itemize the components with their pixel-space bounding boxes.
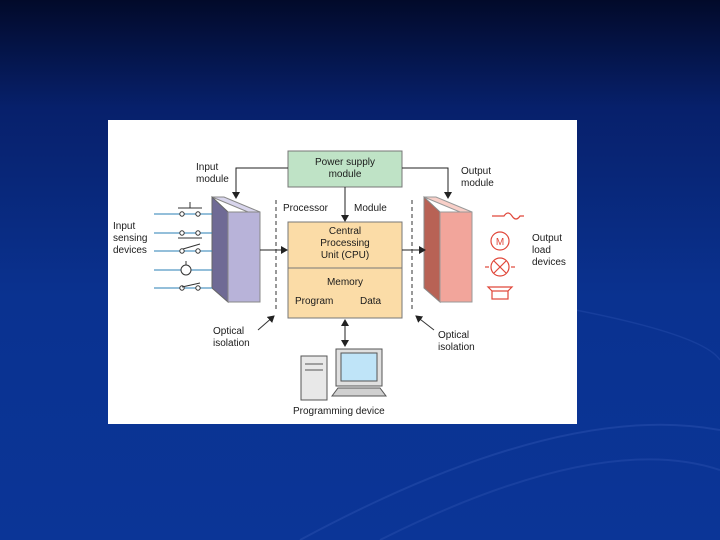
- output-module-block: [423, 195, 473, 304]
- data-label: Data: [360, 296, 382, 307]
- optical-isolation-right-label: Optical isolation: [438, 330, 475, 353]
- output-load-devices-label: Output load devices: [532, 233, 566, 268]
- diagram-graphics: M: [154, 150, 524, 401]
- power-supply-label: Power supply module: [314, 157, 376, 180]
- input-module-label: Input module: [196, 162, 229, 185]
- cpu-label: Central Processing Unit (CPU): [320, 226, 370, 261]
- output-load-device-symbols: [485, 212, 524, 300]
- program-label: Program: [295, 296, 334, 307]
- memory-label: Memory: [326, 277, 364, 288]
- optical-isolation-left-label: Optical isolation: [213, 326, 250, 349]
- input-module-block: [211, 195, 261, 304]
- programming-device-label: Programming device: [293, 406, 385, 417]
- processor-module-box: [287, 221, 403, 319]
- plc-block-diagram: M Power supply module Input module Outpu…: [108, 120, 577, 424]
- processor-label: Processor: [283, 203, 329, 214]
- input-sensing-devices-label: Input sensing devices: [113, 221, 148, 256]
- motor-symbol-label: M: [496, 237, 504, 248]
- programming-device-computer: [300, 348, 387, 401]
- output-module-label: Output module: [461, 166, 494, 189]
- power-supply-box: [287, 150, 403, 188]
- module-label: Module: [354, 203, 387, 214]
